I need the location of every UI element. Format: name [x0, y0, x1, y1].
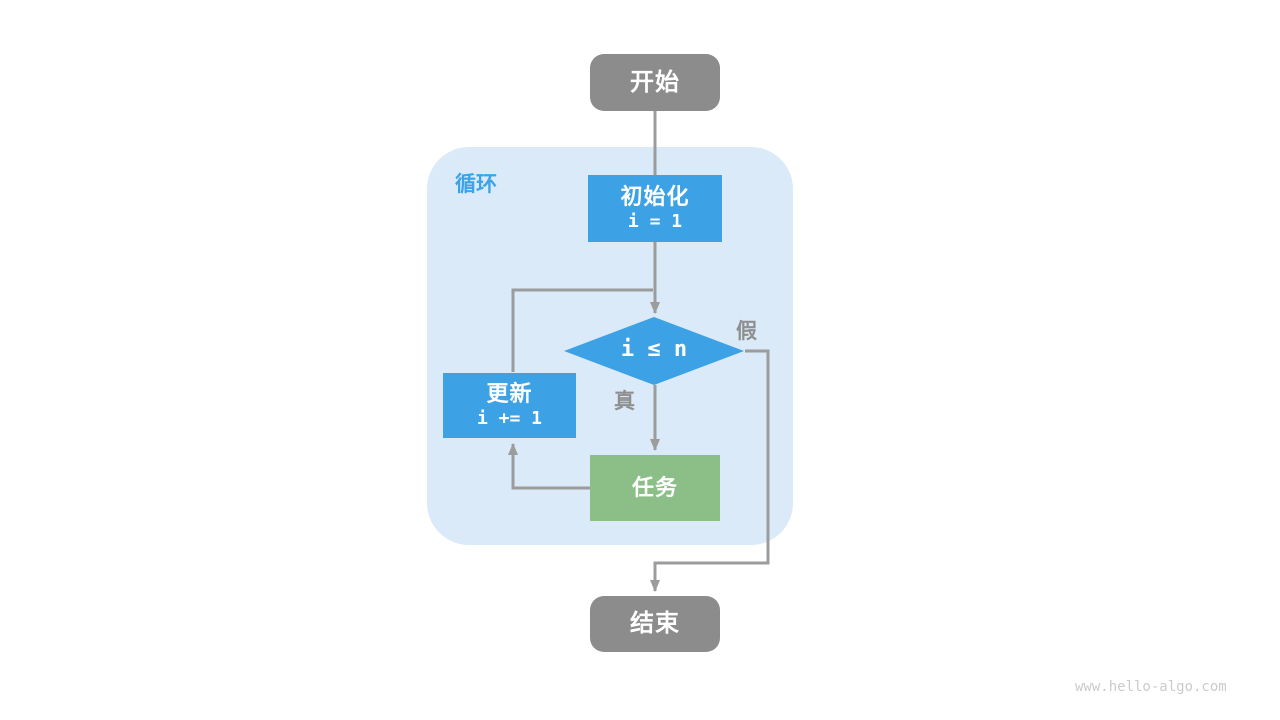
task-node-label: 任务 — [631, 475, 678, 501]
task-node: 任务 — [590, 455, 720, 521]
update-node-code: i += 1 — [476, 408, 543, 430]
edge-task-to-update — [508, 443, 590, 490]
edge-update-to-junction — [511, 288, 653, 372]
edge-condition-to-end — [650, 349, 770, 592]
condition-diamond — [564, 317, 744, 385]
init-node-code: i = 1 — [627, 211, 683, 233]
site-watermark: www.hello-algo.com — [1075, 679, 1227, 695]
start-node: 开始 — [590, 54, 720, 111]
start-node-label: 开始 — [630, 68, 680, 96]
condition-label: i ≤ n — [620, 337, 688, 362]
end-node: 结束 — [590, 596, 720, 652]
update-node: 更新 i += 1 — [443, 373, 576, 438]
end-node-label: 结束 — [630, 610, 680, 637]
init-node-title: 初始化 — [620, 183, 690, 209]
init-node: 初始化 i = 1 — [588, 175, 722, 242]
update-node-title: 更新 — [486, 380, 533, 406]
loop-scope-label: 循环 — [455, 173, 497, 196]
true-branch-label: 真 — [614, 390, 635, 413]
false-branch-label: 假 — [736, 320, 757, 343]
